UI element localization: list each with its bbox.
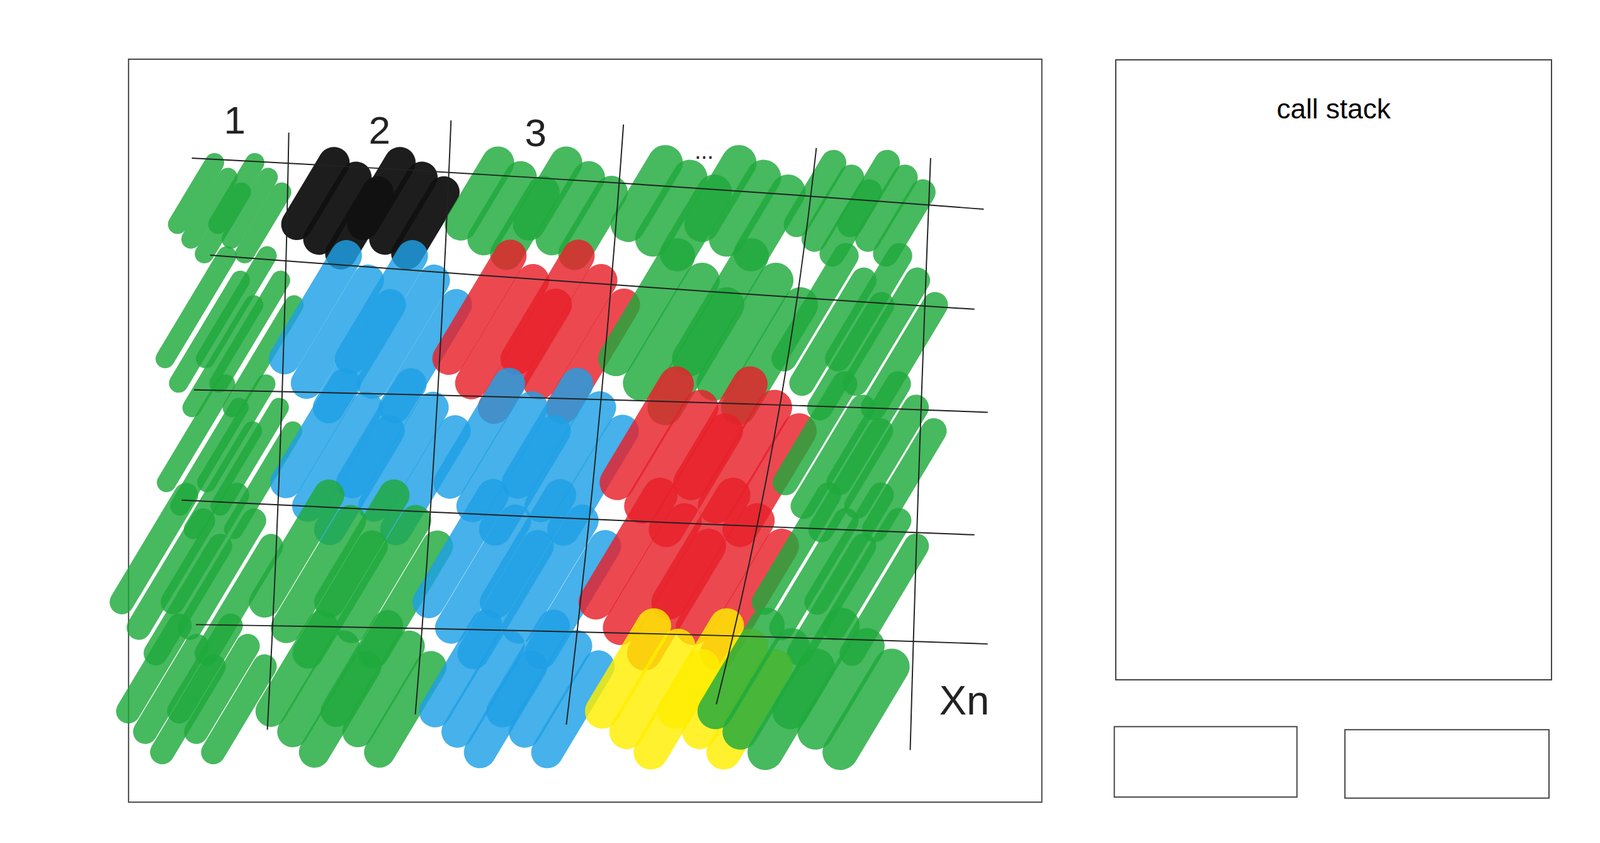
ellipsis-label: ... [694,139,714,163]
scribble-cell [435,625,599,752]
scribble-cell [460,162,612,254]
label-number: 1 [223,100,245,140]
scribble-cell [448,255,624,408]
scribble-cell [128,625,266,752]
scribble-cell [715,625,892,752]
scribble-stroke [244,192,283,254]
panel-title: call stack [1116,60,1551,125]
scribble-cell [121,494,271,653]
scribble-cell [796,162,924,254]
scribble-cell [264,494,438,653]
scribble-cell [615,255,801,408]
stack-panel: call stack [1115,59,1553,681]
label-number: 3 [525,113,547,153]
label-number: 2 [368,110,391,150]
scribble-cell [284,255,457,408]
scribble-cell [783,255,936,408]
scribble-cell [297,162,444,254]
variable-label: Xn [939,679,990,721]
grid-lines [181,120,988,750]
empty-box [1114,726,1298,797]
main-frame [128,59,1042,802]
scribble-stroke [840,666,893,752]
scribble-cell [270,625,431,752]
scribble-cell [628,162,789,254]
empty-box [1344,729,1549,798]
scribble-cell [177,162,282,254]
colored-cells [121,162,936,752]
